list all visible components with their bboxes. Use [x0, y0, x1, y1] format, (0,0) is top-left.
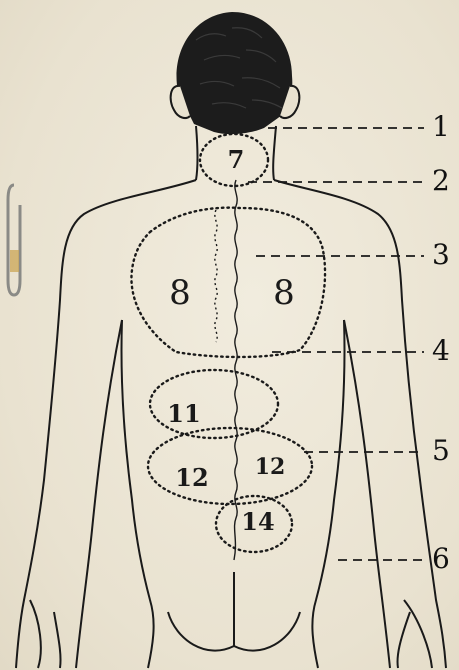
- callout-number-6: 6: [432, 542, 450, 575]
- zone-label-12-left: 12: [175, 463, 208, 492]
- callout-number-2: 2: [432, 164, 450, 197]
- zone-outlines: [131, 134, 325, 552]
- callout-number-4: 4: [432, 334, 450, 367]
- zone-8-outline: [131, 208, 325, 357]
- callout-number-3: 3: [432, 238, 450, 271]
- zone-label-14: 14: [241, 507, 274, 536]
- zone-label-12-right: 12: [255, 454, 286, 480]
- body-outline: [16, 126, 446, 668]
- callout-number-1: 1: [432, 110, 450, 143]
- callout-number-5: 5: [432, 434, 450, 467]
- zone-labels: 7 8 8 11 12 12 14: [167, 145, 295, 536]
- zone-label-8-left: 8: [169, 273, 191, 313]
- callout-numbers: 1 2 3 4 5 6: [432, 110, 450, 575]
- zone-label-11: 11: [167, 399, 200, 428]
- callout-lines: [248, 128, 424, 560]
- zone-12-outline: [148, 428, 312, 504]
- zone-label-7: 7: [228, 145, 245, 174]
- staple-icon: [8, 185, 20, 295]
- zone-label-8-right: 8: [273, 273, 295, 313]
- head: [171, 12, 300, 134]
